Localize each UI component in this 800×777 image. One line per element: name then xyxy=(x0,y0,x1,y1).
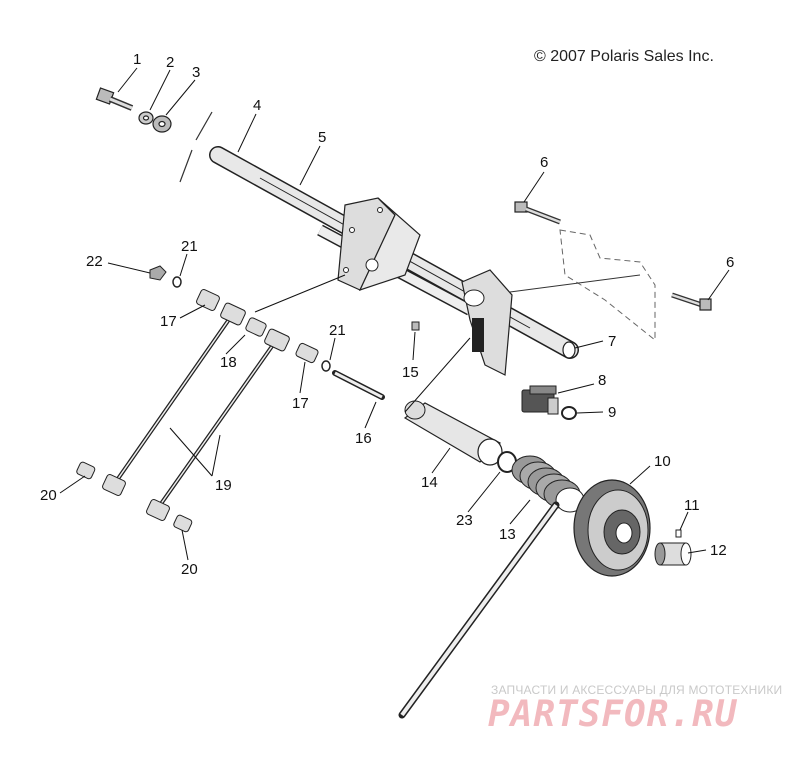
leader-lines xyxy=(59,67,730,561)
callout-6b: 6 xyxy=(726,254,734,271)
bushing-part-12 xyxy=(654,542,692,566)
copyright-notice: © 2007 Polaris Sales Inc. xyxy=(534,48,714,65)
bolt-part-6b xyxy=(671,292,712,311)
callout-21b: 21 xyxy=(329,322,346,339)
callout-14: 14 xyxy=(421,474,438,491)
link-rods-part-19 xyxy=(113,316,277,510)
callout-7: 7 xyxy=(608,333,616,350)
washer-part-2 xyxy=(138,111,154,125)
callout-4: 4 xyxy=(253,97,261,114)
callout-13: 13 xyxy=(499,526,516,543)
washer-part-3 xyxy=(152,115,172,133)
callout-18: 18 xyxy=(220,354,237,371)
bolt-part-1 xyxy=(95,87,134,111)
callout-21a: 21 xyxy=(181,238,198,255)
mount-bracket xyxy=(337,197,421,292)
break-marks xyxy=(179,111,213,183)
callout-2: 2 xyxy=(166,54,174,71)
frame-outline xyxy=(509,229,656,342)
callout-3: 3 xyxy=(192,64,200,81)
callout-15: 15 xyxy=(402,364,419,381)
nut-part-22 xyxy=(149,265,167,281)
callout-labels: 1 2 3 4 5 6 6 7 8 9 10 11 12 13 14 15 16… xyxy=(40,51,734,578)
callout-20b: 20 xyxy=(181,561,198,578)
washer-part-21a xyxy=(172,276,182,288)
callout-16: 16 xyxy=(355,430,372,447)
callout-17b: 17 xyxy=(292,395,309,412)
callout-20a: 20 xyxy=(40,487,57,504)
callout-8: 8 xyxy=(598,372,606,389)
pivot-arm xyxy=(461,269,513,376)
callout-17a: 17 xyxy=(160,313,177,330)
watermark-subtitle: ЗАПЧАСТИ И АКСЕССУАРЫ ДЛЯ МОТОТЕХНИКИ xyxy=(491,683,783,697)
callout-22: 22 xyxy=(86,253,103,270)
callout-9: 9 xyxy=(608,404,616,421)
nut-part-15 xyxy=(411,321,420,331)
ring-part-9 xyxy=(561,406,577,420)
callout-6a: 6 xyxy=(540,154,548,171)
bushings-part-17-18-20 xyxy=(76,289,319,533)
callout-19: 19 xyxy=(215,477,232,494)
watermark-logo: PARTSFOR.RU xyxy=(488,694,738,735)
callout-10: 10 xyxy=(654,453,671,470)
block-part-8 xyxy=(521,385,559,415)
wheel-part-10 xyxy=(573,479,651,577)
callout-23: 23 xyxy=(456,512,473,529)
part-11 xyxy=(675,529,682,538)
washer-part-21b xyxy=(321,360,331,372)
callout-1: 1 xyxy=(133,51,141,68)
callout-5: 5 xyxy=(318,129,326,146)
bolt-part-6a xyxy=(514,201,561,225)
spring-part-13 xyxy=(398,455,585,719)
pin-part-16 xyxy=(332,370,385,400)
sleeve-part-14 xyxy=(403,400,503,466)
callout-11: 11 xyxy=(684,497,700,514)
callout-12: 12 xyxy=(710,542,727,559)
